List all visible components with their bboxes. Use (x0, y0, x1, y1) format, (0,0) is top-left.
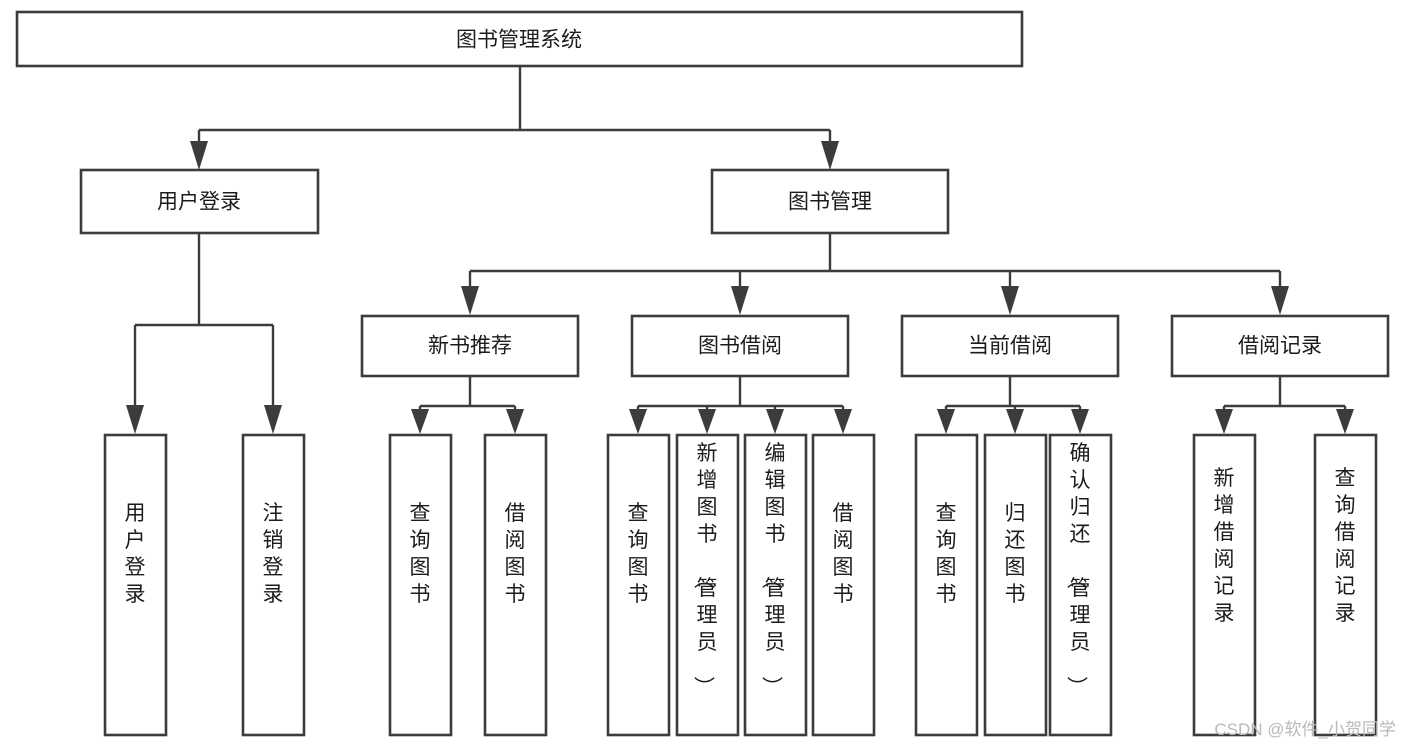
node-borrow-record-label: 借阅记录 (1238, 335, 1322, 358)
node-leaf-query-record[interactable]: 查询借阅记录 (1313, 433, 1378, 737)
arrowhead-user-login (190, 141, 208, 170)
arrowhead-book-borrow (731, 286, 749, 315)
node-user-login[interactable]: 用户登录 (79, 168, 320, 235)
node-leaf-edit-book-label: 编辑图书（管理员） (760, 442, 786, 697)
node-book-borrow-box[interactable] (630, 314, 850, 378)
arrowhead-leaf-add-record (1215, 409, 1233, 434)
arrowhead-leaf-user-login (126, 405, 144, 434)
node-leaf-add-book-label: 新增图书（管理员） (692, 442, 718, 697)
node-leaf-add-record[interactable]: 新增借阅记录 (1192, 433, 1257, 737)
arrowhead-leaf-borrow-book-2 (834, 409, 852, 434)
node-user-login-box[interactable] (79, 168, 320, 235)
node-leaf-borrow-book-1-box[interactable] (483, 433, 548, 737)
node-leaf-borrow-book-2[interactable]: 借阅图书 (811, 433, 876, 737)
arrowhead-leaf-query-record (1336, 409, 1354, 434)
node-leaf-add-book[interactable]: 新增图书（管理员） (675, 433, 740, 737)
node-leaf-add-book-box[interactable] (675, 433, 740, 737)
arrowhead-borrow-record (1271, 286, 1289, 315)
arrowhead-book-manage (821, 141, 839, 170)
node-leaf-confirm-return-label: 确认归还（管理员） (1065, 442, 1091, 697)
node-borrow-record-box[interactable] (1170, 314, 1390, 378)
arrowhead-leaf-query-book-1 (411, 409, 429, 434)
arrowhead-leaf-return-book (1006, 409, 1024, 434)
node-leaf-confirm-return[interactable]: 确认归还（管理员） (1048, 433, 1113, 737)
arrowhead-leaf-edit-book (766, 409, 784, 434)
node-leaf-add-record-label: 新增借阅记录 (1214, 467, 1235, 625)
node-root[interactable]: 图书管理系统 (15, 10, 1024, 68)
arrowhead-current-borrow (1001, 286, 1019, 315)
node-book-manage-label: 图书管理 (788, 191, 872, 214)
node-leaf-query-book-1[interactable]: 查询图书 (388, 433, 453, 737)
node-leaf-query-book-1-label: 查询图书 (410, 502, 431, 606)
node-leaf-query-book-3[interactable]: 查询图书 (914, 433, 979, 737)
node-current-borrow[interactable]: 当前借阅 (900, 314, 1120, 378)
node-leaf-user-logout-box[interactable] (241, 433, 306, 737)
node-leaf-query-book-2-label: 查询图书 (628, 502, 649, 606)
node-leaf-user-logout-label: 注销登录 (263, 502, 284, 606)
node-root-label: 图书管理系统 (456, 29, 582, 52)
edge-layer (126, 66, 1354, 434)
node-current-borrow-box[interactable] (900, 314, 1120, 378)
node-leaf-query-record-box[interactable] (1313, 433, 1378, 737)
node-book-borrow-label: 图书借阅 (698, 335, 782, 358)
node-leaf-return-book-label: 归还图书 (1005, 502, 1026, 606)
node-borrow-record[interactable]: 借阅记录 (1170, 314, 1390, 378)
node-leaf-borrow-book-2-box[interactable] (811, 433, 876, 737)
arrowhead-leaf-borrow-book-1 (506, 409, 524, 434)
node-new-book-rec-box[interactable] (360, 314, 580, 378)
node-leaf-return-book[interactable]: 归还图书 (983, 433, 1048, 737)
node-leaf-user-login[interactable]: 用户登录 (103, 433, 168, 737)
arrowhead-leaf-query-book-3 (937, 409, 955, 434)
node-leaf-return-book-box[interactable] (983, 433, 1048, 737)
node-leaf-query-book-2[interactable]: 查询图书 (606, 433, 671, 737)
arrowhead-leaf-add-book (698, 409, 716, 434)
node-root-box[interactable] (15, 10, 1024, 68)
node-leaf-borrow-book-2-label: 借阅图书 (833, 502, 854, 606)
node-leaf-user-login-box[interactable] (103, 433, 168, 737)
node-leaf-query-record-label: 查询借阅记录 (1335, 467, 1356, 625)
csdn-watermark: CSDN @软件_小贺同学 (1214, 720, 1396, 739)
node-leaf-query-book-2-box[interactable] (606, 433, 671, 737)
node-book-manage[interactable]: 图书管理 (710, 168, 950, 235)
node-layer: 图书管理系统 用户登录 图书管理 新书推荐 图书借阅 (15, 10, 1390, 737)
node-leaf-borrow-book-1[interactable]: 借阅图书 (483, 433, 548, 737)
node-leaf-user-login-label: 用户登录 (125, 502, 146, 606)
arrowhead-new-book-rec (461, 286, 479, 315)
node-leaf-query-book-3-box[interactable] (914, 433, 979, 737)
node-book-borrow[interactable]: 图书借阅 (630, 314, 850, 378)
arrowhead-leaf-user-logout (264, 405, 282, 434)
node-book-manage-box[interactable] (710, 168, 950, 235)
node-leaf-edit-book[interactable]: 编辑图书（管理员） (743, 433, 808, 737)
node-current-borrow-label: 当前借阅 (968, 335, 1052, 358)
node-new-book-rec[interactable]: 新书推荐 (360, 314, 580, 378)
arrowhead-leaf-confirm-return (1071, 409, 1089, 434)
node-leaf-query-book-3-label: 查询图书 (936, 502, 957, 606)
node-new-book-rec-label: 新书推荐 (428, 335, 512, 358)
node-leaf-confirm-return-box[interactable] (1048, 433, 1113, 737)
node-leaf-edit-book-box[interactable] (743, 433, 808, 737)
node-leaf-query-book-1-box[interactable] (388, 433, 453, 737)
arrowhead-leaf-query-book-2 (629, 409, 647, 434)
node-leaf-borrow-book-1-label: 借阅图书 (505, 502, 526, 606)
node-leaf-user-logout[interactable]: 注销登录 (241, 433, 306, 737)
node-user-login-label: 用户登录 (157, 191, 241, 214)
node-leaf-add-record-box[interactable] (1192, 433, 1257, 737)
